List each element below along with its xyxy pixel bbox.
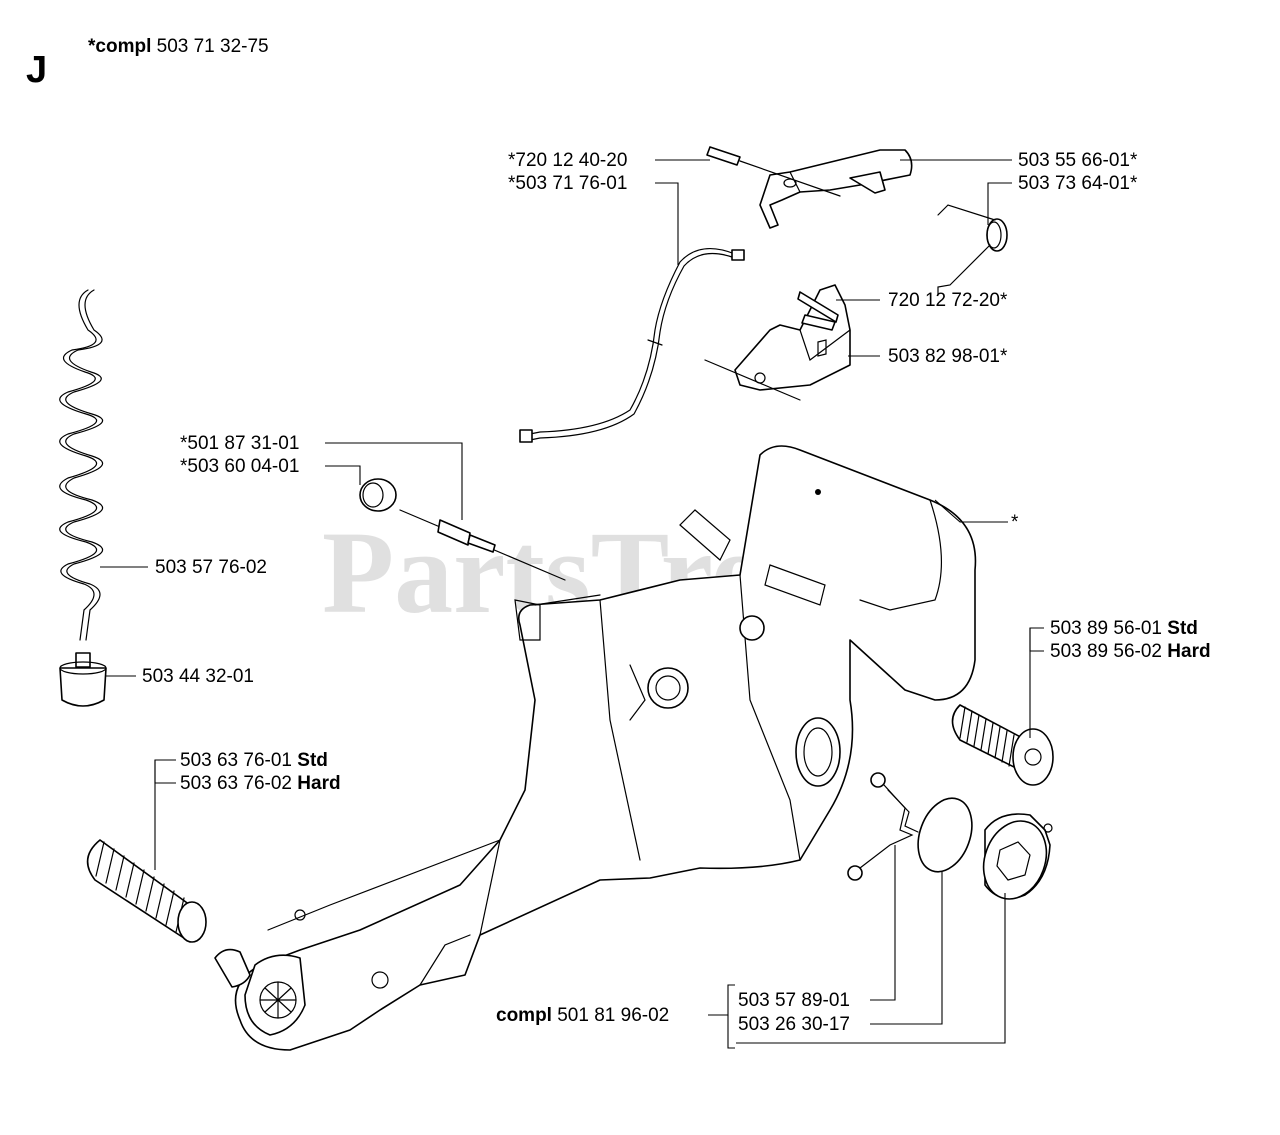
header-title: *compl 503 71 32-75 — [88, 36, 269, 57]
label-503-89-56-01-suffix: Std — [1167, 618, 1198, 639]
label-503-57-89-01: 503 57 89-01 — [738, 990, 850, 1011]
pin — [801, 314, 836, 331]
label-compl-prefix: compl — [496, 1005, 552, 1026]
o-ring — [917, 797, 973, 873]
leader-lines — [100, 159, 1044, 1049]
throttle-lockout — [704, 284, 851, 401]
rubber-buffer-right — [951, 704, 1054, 786]
cap-strap — [847, 772, 919, 881]
label-503-63-76-01-suffix: Std — [297, 750, 328, 771]
fuel-cap — [982, 813, 1053, 900]
section-letter: J — [26, 49, 47, 91]
label-503-63-76-01: 503 63 76-01 Std — [180, 750, 328, 771]
label-asterisk: * — [1011, 512, 1019, 533]
label-503-44-32-01: 503 44 32-01 — [142, 666, 254, 687]
label-503-89-56-01-number: 503 89 56-01 — [1050, 618, 1162, 639]
label-503-73-64-01: 503 73 64-01* — [1018, 173, 1138, 194]
label-503-55-66-01: 503 55 66-01* — [1018, 150, 1138, 171]
header-number: 503 71 32-75 — [157, 36, 269, 57]
label-720-12-40-20: *720 12 40-20 — [508, 150, 627, 171]
rear-handle-housing — [214, 445, 977, 1051]
label-503-89-56-01: 503 89 56-01 Std — [1050, 618, 1198, 639]
label-compl-number: 501 81 96-02 — [557, 1005, 669, 1026]
tube-connector — [399, 509, 566, 581]
fuel-filter — [59, 652, 107, 707]
fuel-hose — [59, 289, 104, 641]
label-503-60-04-01: *503 60 04-01 — [180, 456, 299, 477]
label-503-63-76-02-suffix: Hard — [297, 773, 340, 794]
plug — [359, 478, 397, 512]
label-503-57-76-02: 503 57 76-02 — [155, 557, 267, 578]
label-503-63-76-02-number: 503 63 76-02 — [180, 773, 292, 794]
throttle-trigger — [706, 146, 913, 229]
rubber-buffer-left — [86, 839, 207, 943]
label-503-26-30-17: 503 26 30-17 — [738, 1014, 850, 1035]
label-503-89-56-02: 503 89 56-02 Hard — [1050, 641, 1211, 662]
label-compl-501-81-96-02: compl 501 81 96-02 — [496, 1005, 669, 1026]
label-720-12-72-20: 720 12 72-20* — [888, 290, 1008, 311]
label-503-82-98-01: 503 82 98-01* — [888, 346, 1008, 367]
label-503-63-76-02: 503 63 76-02 Hard — [180, 773, 341, 794]
label-503-71-76-01: *503 71 76-01 — [508, 173, 627, 194]
trigger-spring — [937, 204, 1008, 295]
label-503-89-56-02-suffix: Hard — [1167, 641, 1210, 662]
label-503-63-76-01-number: 503 63 76-01 — [180, 750, 292, 771]
label-501-87-31-01: *501 87 31-01 — [180, 433, 299, 454]
header-prefix: *compl — [88, 36, 151, 57]
throttle-cable — [519, 247, 745, 443]
label-503-89-56-02-number: 503 89 56-02 — [1050, 641, 1162, 662]
